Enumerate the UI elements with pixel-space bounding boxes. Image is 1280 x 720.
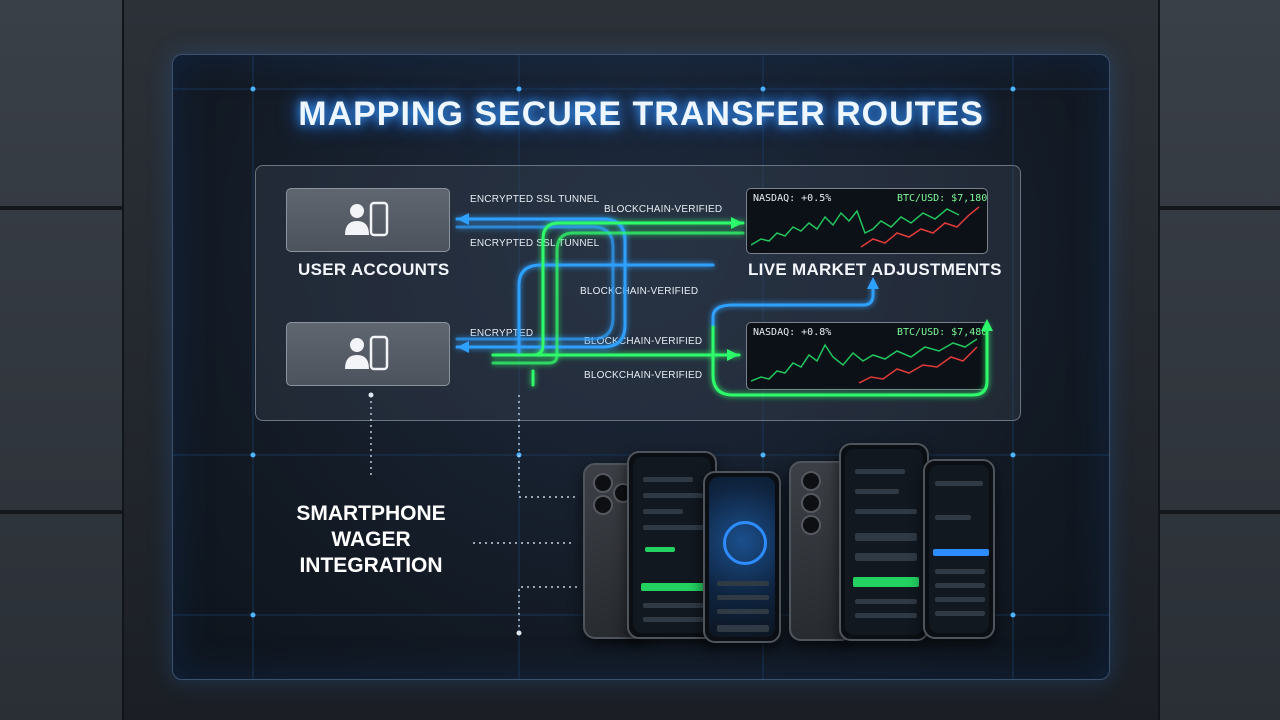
route-label: ENCRYPTED SSL TUNNEL — [470, 238, 600, 249]
routes-panel: USER ACCOUNTS LIVE MARKET ADJUSTMENTS NA… — [255, 165, 1021, 421]
phone-screen-1[interactable] — [627, 451, 717, 639]
phone-screen — [929, 465, 989, 633]
route-label: BLOCKCHAIN-VERIFIED — [584, 336, 703, 347]
camera-lens — [801, 515, 821, 535]
camera-lens — [801, 493, 821, 513]
wall-seam — [1160, 206, 1280, 210]
wall-seam — [1160, 510, 1280, 514]
left-wall-panel — [0, 0, 124, 720]
user-phone-icon — [345, 201, 389, 237]
user-accounts-label: USER ACCOUNTS — [298, 260, 450, 279]
route-label: ENCRYPTED — [470, 328, 534, 339]
sparkline-top — [751, 206, 980, 248]
right-wall-panel — [1158, 0, 1280, 720]
camera-lens — [593, 473, 613, 493]
live-market-label: LIVE MARKET ADJUSTMENTS — [748, 260, 1002, 279]
page-title: MAPPING SECURE TRANSFER ROUTES — [298, 95, 984, 133]
wall-seam — [0, 510, 122, 514]
smartphone-label-line: WAGER — [331, 528, 411, 551]
camera-lens — [801, 471, 821, 491]
route-label: ENCRYPTED SSL TUNNEL — [470, 194, 600, 205]
phone-screen — [709, 477, 775, 637]
smartphone-label-line: SMARTPHONE — [296, 502, 446, 525]
nasdaq-ticker: NASDAQ: +0.5% — [753, 193, 832, 204]
phone-screen-3[interactable] — [839, 443, 929, 641]
route-label: BLOCKCHAIN-VERIFIED — [584, 370, 703, 381]
user-account-box-top[interactable] — [286, 188, 450, 252]
user-account-box-bottom[interactable] — [286, 322, 450, 386]
btc-ticker: BTC/USD: $7,180 — [897, 193, 988, 204]
smartphone-label-line: INTEGRATION — [299, 554, 443, 577]
phone-screen — [845, 449, 923, 635]
scanner-ring — [723, 521, 767, 565]
market-chart-bottom[interactable]: NASDAQ: +0.8% BTC/USD: $7,480 — [746, 322, 988, 390]
route-label: BLOCKCHAIN-VERIFIED — [580, 286, 699, 297]
route-label: BLOCKCHAIN-VERIFIED — [604, 204, 723, 215]
camera-lens — [593, 495, 613, 515]
phone-screen-2[interactable] — [703, 471, 781, 643]
phone-screen — [633, 457, 711, 633]
market-chart-top[interactable]: NASDAQ: +0.5% BTC/USD: $7,180 — [746, 188, 988, 254]
sparkline-bottom — [751, 338, 978, 384]
phone-screen-4[interactable] — [923, 459, 995, 639]
diagram-board: MAPPING SECURE TRANSFER ROUTES USER ACCO… — [172, 54, 1110, 680]
user-phone-icon — [345, 335, 389, 371]
smartphone-wager-label: SMARTPHONE WAGER INTEGRATION — [271, 501, 471, 579]
wall-seam — [0, 206, 122, 210]
